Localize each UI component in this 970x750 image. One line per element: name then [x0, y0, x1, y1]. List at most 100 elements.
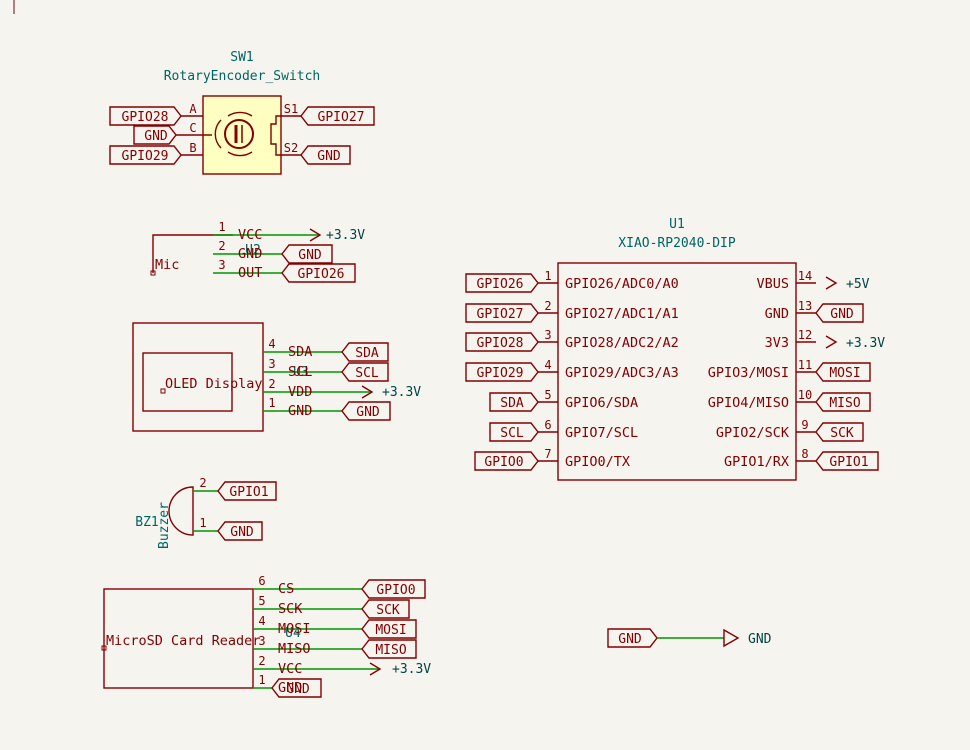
svg-text:MOSI: MOSI [375, 623, 406, 638]
oled-pin-vdd: VDD [288, 384, 312, 400]
net-label-miso-u1[interactable]: MISO [815, 392, 871, 412]
u1-pin-gpio27: GPIO27/ADC1/A1 [565, 306, 679, 322]
u1-reference: U1 [669, 217, 685, 232]
power-flag-gnd-link[interactable]: GND [723, 628, 772, 648]
net-label-gpio26-u1[interactable]: GPIO26 [465, 273, 539, 293]
svg-text:2: 2 [544, 299, 551, 313]
svg-text:10: 10 [798, 388, 812, 402]
net-label-gpio29-u1[interactable]: GPIO29 [465, 362, 539, 382]
net-label-sda-oled[interactable]: SDA [341, 342, 389, 362]
svg-text:GND: GND [286, 682, 310, 697]
net-label-gpio0-sd[interactable]: GPIO0 [361, 579, 426, 599]
svg-text:4: 4 [544, 358, 551, 372]
mic-pin-out: OUT [238, 265, 262, 281]
svg-text:14: 14 [798, 269, 812, 283]
u1-pin-gpio3: GPIO3/MOSI [708, 365, 789, 381]
u1-pin-3v3: 3V3 [765, 335, 789, 351]
net-label-mosi-u1[interactable]: MOSI [815, 362, 871, 382]
svg-text:6: 6 [258, 574, 265, 588]
svg-text:SCK: SCK [830, 426, 854, 441]
sd-pin-vcc: VCC [278, 661, 302, 677]
net-label-gpio28-u1[interactable]: GPIO28 [465, 332, 539, 352]
mic-pin-gnd: GND [238, 246, 262, 262]
net-label-gpio28-sw[interactable]: GPIO28 [109, 106, 182, 126]
net-label-scl-oled[interactable]: SCL [341, 362, 389, 382]
svg-text:MISO: MISO [829, 396, 860, 411]
net-label-gpio0-u1[interactable]: GPIO0 [474, 451, 539, 471]
sd-reference: U4 [285, 626, 301, 641]
power-flag-3v3-sd[interactable]: +3.3V [369, 662, 431, 677]
net-label-gnd-link[interactable]: GND [607, 628, 658, 648]
buzzer-symbol[interactable]: 2 1 BZ1 Buzzer [135, 476, 218, 549]
net-label-gnd-sw-s2[interactable]: GND [300, 145, 351, 165]
sd-pin-gnd: GND [278, 680, 302, 696]
net-label-gpio26-mic[interactable]: GPIO26 [281, 263, 356, 283]
u1-pin-gpio7: GPIO7/SCL [565, 425, 638, 441]
net-label-gnd-u1[interactable]: GND [815, 303, 864, 323]
sw1-pin-b: B [189, 141, 196, 155]
sd-name: MicroSD Card Reader [106, 633, 260, 649]
svg-text:GND: GND [748, 632, 772, 647]
power-flag-3v3-oled[interactable]: +3.3V [361, 385, 421, 400]
net-label-miso-sd[interactable]: MISO [361, 639, 417, 659]
net-label-gnd-sw-c[interactable]: GND [133, 125, 177, 145]
svg-text:GPIO29: GPIO29 [122, 149, 169, 164]
buzzer-reference: BZ1 [135, 515, 158, 530]
net-label-gpio1-u1[interactable]: GPIO1 [815, 451, 879, 471]
power-flag-3v3-u1[interactable]: +3.3V [825, 335, 885, 351]
svg-text:GND: GND [317, 149, 341, 164]
net-label-gpio27-sw[interactable]: GPIO27 [300, 106, 375, 126]
sd-pin-mosi: MOSI [278, 621, 311, 637]
net-label-sda-u1[interactable]: SDA [489, 392, 539, 412]
u1-pin-gpio29: GPIO29/ADC3/A3 [565, 365, 679, 381]
svg-text:1: 1 [544, 269, 551, 283]
svg-text:+3.3V: +3.3V [326, 228, 365, 243]
svg-text:GPIO1: GPIO1 [229, 485, 268, 500]
svg-text:GND: GND [230, 525, 254, 540]
net-label-scl-u1[interactable]: SCL [489, 422, 539, 442]
net-label-sck-u1[interactable]: SCK [815, 422, 864, 442]
buzzer-body [168, 486, 194, 536]
power-flag-5v-u1[interactable]: +5V [825, 276, 870, 292]
svg-text:1: 1 [268, 396, 275, 410]
svg-text:4: 4 [268, 337, 275, 351]
microphone-symbol[interactable]: Mic U2 1 2 3 VCC GND OUT [150, 220, 320, 281]
svg-text:GND: GND [830, 307, 854, 322]
svg-text:GPIO26: GPIO26 [477, 277, 524, 292]
sw1-value: RotaryEncoder_Switch [164, 69, 321, 84]
xiao-rp2040-symbol[interactable]: U1 XIAO-RP2040-DIP 1 2 3 4 5 6 7 GPIO26/… [538, 217, 816, 481]
net-label-gnd-oled[interactable]: GND [341, 401, 391, 421]
svg-text:2: 2 [199, 476, 206, 490]
sw1-pin-s1: S1 [284, 102, 298, 116]
net-label-gnd-buzzer[interactable]: GND [217, 521, 263, 541]
svg-text:GPIO26: GPIO26 [298, 267, 345, 282]
net-label-sck-sd[interactable]: SCK [361, 599, 410, 619]
net-label-mosi-sd[interactable]: MOSI [361, 619, 417, 639]
net-label-gnd-sd[interactable]: GND [271, 678, 322, 698]
microsd-reader-symbol[interactable]: MicroSD Card Reader U4 6 5 4 3 2 1 CS SC… [101, 574, 380, 696]
u1-pin-gpio4: GPIO4/MISO [708, 395, 789, 411]
net-label-gpio27-u1[interactable]: GPIO27 [465, 303, 539, 323]
u1-pin-vbus: VBUS [756, 276, 789, 292]
svg-text:2: 2 [218, 239, 225, 253]
net-label-gnd-mic[interactable]: GND [281, 244, 333, 264]
net-label-gpio1-buzzer[interactable]: GPIO1 [217, 481, 277, 501]
oled-name: OLED Display [165, 376, 263, 392]
sw1-pin-a: A [189, 102, 197, 116]
sw1-pin-c: C [189, 121, 196, 135]
oled-display-symbol[interactable]: OLED Display U3 4 3 2 1 SDA SCL VDD GND [132, 322, 372, 432]
svg-text:8: 8 [801, 447, 808, 461]
net-label-gpio29-sw[interactable]: GPIO29 [109, 145, 182, 165]
u1-pin-gpio0: GPIO0/TX [565, 454, 630, 470]
sw1-pin-s2: S2 [284, 141, 298, 155]
power-flag-3v3-mic[interactable]: +3.3V [309, 228, 365, 243]
svg-text:GPIO0: GPIO0 [376, 583, 415, 598]
svg-text:GND: GND [356, 405, 380, 420]
svg-text:3: 3 [544, 328, 551, 342]
mic-body-outline [152, 234, 233, 273]
sd-body [103, 588, 254, 689]
svg-text:GPIO27: GPIO27 [477, 307, 524, 322]
rotary-encoder-symbol[interactable]: SW1 RotaryEncoder_Switch A C B S1 S2 [164, 50, 321, 175]
svg-text:GPIO28: GPIO28 [477, 336, 524, 351]
